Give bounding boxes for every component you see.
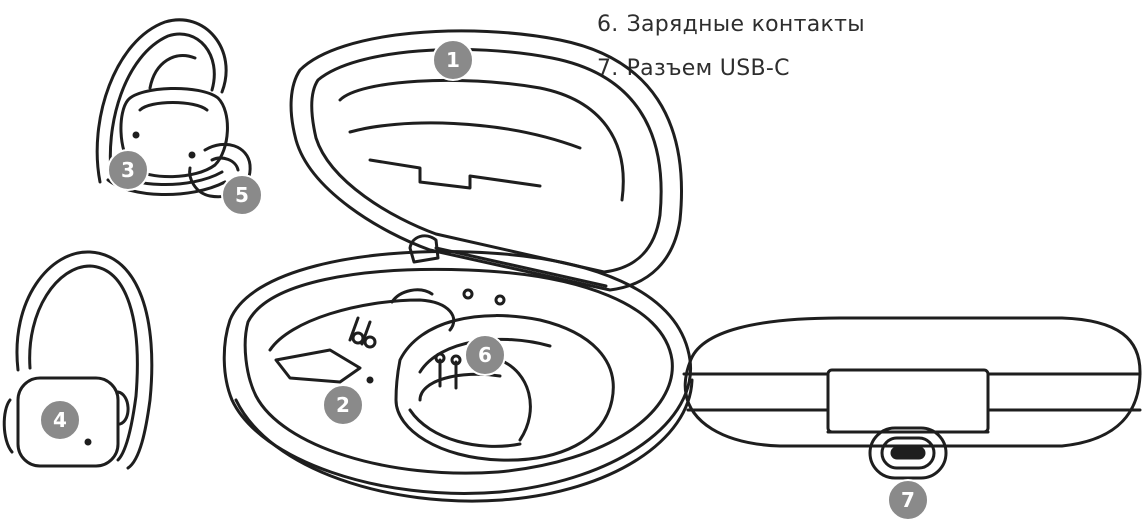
svg-text:1: 1	[446, 48, 460, 72]
legend-item-charging-contacts: 6.Зарядные контакты	[597, 12, 865, 37]
legend-item-usb-c: 7.Разъем USB-C	[597, 56, 790, 81]
svg-text:7: 7	[901, 488, 915, 512]
earbud-bottom-drawing	[2, 250, 154, 470]
callout-2: 2	[322, 384, 364, 426]
svg-text:3: 3	[121, 158, 135, 182]
callout-3: 3	[107, 149, 149, 191]
callout-7: 7	[887, 479, 929, 521]
case-bottom-drawing	[682, 316, 1142, 480]
svg-text:5: 5	[235, 183, 249, 207]
callout-6: 6	[464, 334, 506, 376]
callout-5: 5	[221, 174, 263, 216]
callout-4: 4	[39, 399, 81, 441]
svg-text:4: 4	[53, 408, 67, 432]
callout-1: 1	[432, 39, 474, 81]
callout-markers: 1 2 3 4 5 6 7	[39, 39, 929, 521]
charging-case-drawing	[222, 29, 694, 503]
svg-text:2: 2	[336, 393, 350, 417]
svg-text:6: 6	[478, 343, 492, 367]
